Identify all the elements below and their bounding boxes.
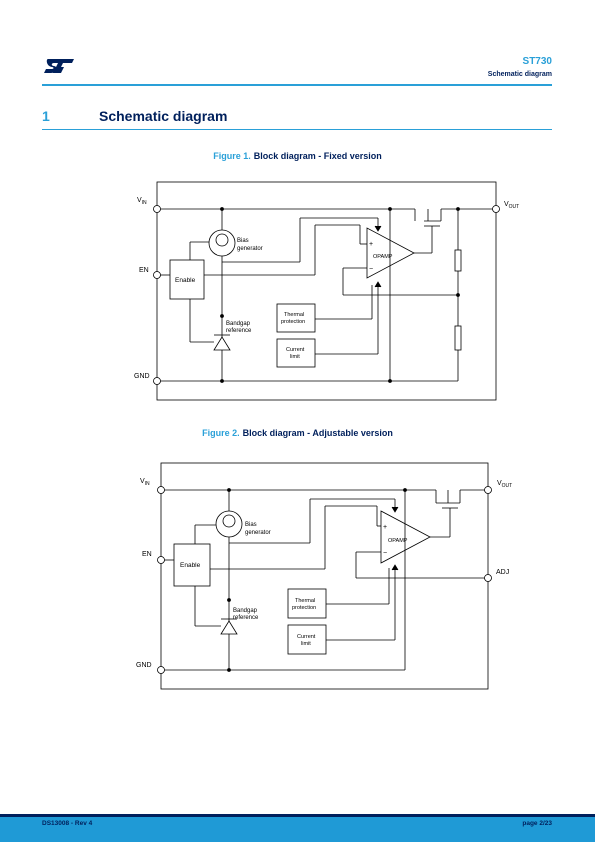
fig1-bias-label2: generator — [237, 246, 263, 252]
fig2-opamp — [380, 510, 431, 564]
section-divider — [42, 129, 552, 130]
fig1-thermal-block — [276, 303, 316, 333]
figure2-number: Figure 2. — [202, 428, 240, 438]
fig2-thermal-label2: protection — [292, 605, 316, 611]
fig1-vin-pin — [153, 205, 161, 213]
footer-doc-id: DS13008 - Rev 4 — [42, 820, 93, 827]
fig1-current-label1: Current — [286, 347, 305, 353]
figure1-caption: Figure 1.Block diagram - Fixed version — [0, 151, 595, 161]
fig2-vin-label: VIN — [140, 478, 150, 487]
fig2-enable-block — [173, 543, 211, 587]
fig2-gnd-label: GND — [136, 662, 152, 669]
fig2-bias-label2: generator — [245, 530, 271, 536]
fig1-bias-label1: Bias — [237, 238, 249, 244]
fig1-gnd-pin — [153, 377, 161, 385]
fig1-vout-pin — [492, 205, 500, 213]
fig2-current-block — [287, 624, 327, 655]
fig2-opamp-label: OPAMP — [388, 538, 408, 544]
fig1-opamp — [366, 227, 415, 279]
fig1-enable-block — [169, 259, 205, 300]
figure2-diagram: VIN VOUT EN GND ADJ Enable Bias generato… — [136, 462, 512, 690]
fig2-en-label: EN — [142, 551, 152, 558]
figure1-frame — [156, 181, 497, 401]
st-logo — [44, 59, 74, 73]
fig1-thermal-label1: Thermal — [284, 312, 304, 318]
figure2-caption: Figure 2.Block diagram - Adjustable vers… — [0, 428, 595, 438]
figure1-diagram: VIN VOUT EN GND Enable Bias generator Ba… — [134, 181, 519, 401]
header-section: Schematic diagram — [487, 71, 552, 78]
fig2-vin-pin — [157, 486, 165, 494]
fig2-en-pin — [157, 556, 165, 564]
fig2-bandgap-label1: Bandgap — [233, 608, 258, 614]
fig2-bias-label1: Bias — [245, 522, 257, 528]
fig1-gnd-label: GND — [134, 373, 150, 380]
section-title: Schematic diagram — [99, 108, 228, 124]
fig1-vin-label: VIN — [137, 197, 147, 206]
section-number: 1 — [42, 108, 50, 124]
footer-bar — [0, 814, 595, 842]
fig2-current-label2: limit — [301, 641, 311, 647]
fig1-enable-label: Enable — [175, 277, 196, 284]
fig1-opamp-label: OPAMP — [373, 254, 393, 260]
fig1-opamp-minus: − — [369, 266, 373, 273]
fig2-adj-label: ADJ — [496, 569, 509, 576]
fig2-gnd-pin — [157, 666, 165, 674]
fig2-current-label1: Current — [297, 634, 316, 640]
fig1-thermal-label2: protection — [281, 319, 305, 325]
fig1-current-label2: limit — [290, 354, 300, 360]
fig1-en-label: EN — [139, 267, 149, 274]
fig1-vout-label: VOUT — [504, 201, 519, 210]
header-product: ST730 — [522, 56, 552, 67]
fig2-vout-label: VOUT — [497, 480, 512, 489]
fig2-bandgap-label2: reference — [233, 615, 259, 621]
fig2-opamp-minus: − — [383, 550, 387, 557]
fig1-bandgap-label1: Bandgap — [226, 321, 251, 327]
footer-page: page 2/23 — [522, 820, 552, 827]
fig2-vout-pin — [484, 486, 492, 494]
fig2-adj-pin — [484, 574, 492, 582]
fig2-thermal-block — [287, 588, 327, 619]
fig1-bandgap-label2: reference — [226, 328, 252, 334]
figure2-title: Block diagram - Adjustable version — [242, 428, 393, 438]
fig2-enable-label: Enable — [180, 562, 201, 569]
fig2-opamp-plus: + — [383, 524, 387, 531]
header-divider — [42, 84, 552, 86]
footer-stripe — [0, 814, 595, 817]
fig1-bandgap-diode — [213, 336, 231, 351]
figure1-number: Figure 1. — [213, 151, 251, 161]
figure1-title: Block diagram - Fixed version — [253, 151, 382, 161]
fig2-bandgap-diode — [220, 620, 238, 635]
fig1-en-pin — [153, 271, 161, 279]
fig2-thermal-label1: Thermal — [295, 598, 315, 604]
fig1-opamp-plus: + — [369, 241, 373, 248]
fig1-current-block — [276, 338, 316, 368]
